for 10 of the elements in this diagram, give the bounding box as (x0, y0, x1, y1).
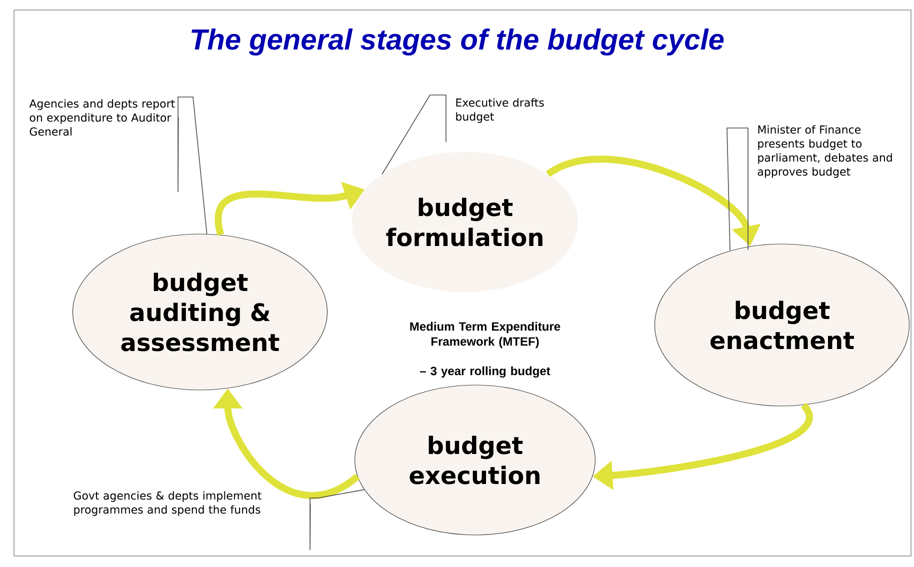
leader-line (178, 96, 208, 234)
callout-text: Executive drafts budget (456, 98, 544, 123)
leader-line (726, 128, 748, 252)
title: The general stages of the budget cycle (192, 28, 724, 56)
callout-text: Govt agencies & depts implement programmes and spend the funds (74, 491, 262, 516)
center-note: Medium Term Expenditure Framework (MTEF) (410, 322, 560, 348)
callout-text: Minister of Finance presents budget to parliament, debates and approves budget (758, 125, 892, 178)
leader-line (382, 94, 446, 175)
leader-line (310, 489, 365, 550)
callout-text: Agencies and depts report on expenditure to Auditor General (29, 99, 175, 136)
